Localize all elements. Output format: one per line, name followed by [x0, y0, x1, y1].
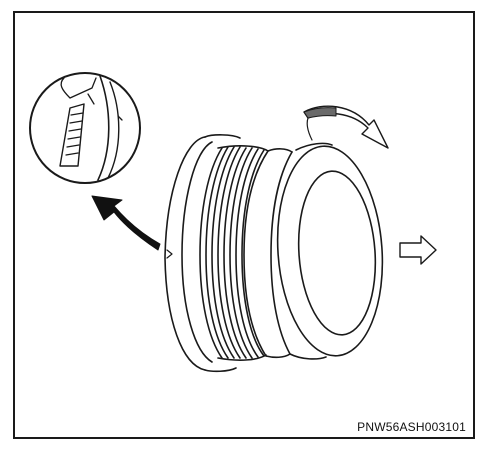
figure-frame	[13, 11, 475, 439]
rotation-arrow	[303, 105, 389, 149]
callout-arrow	[91, 195, 161, 251]
crankshaft-pulley	[164, 134, 384, 373]
detail-callout	[29, 72, 141, 184]
belt-grooves	[199, 145, 269, 361]
figure-code: PNW56ASH003101	[357, 420, 466, 434]
direction-arrow	[399, 235, 437, 265]
